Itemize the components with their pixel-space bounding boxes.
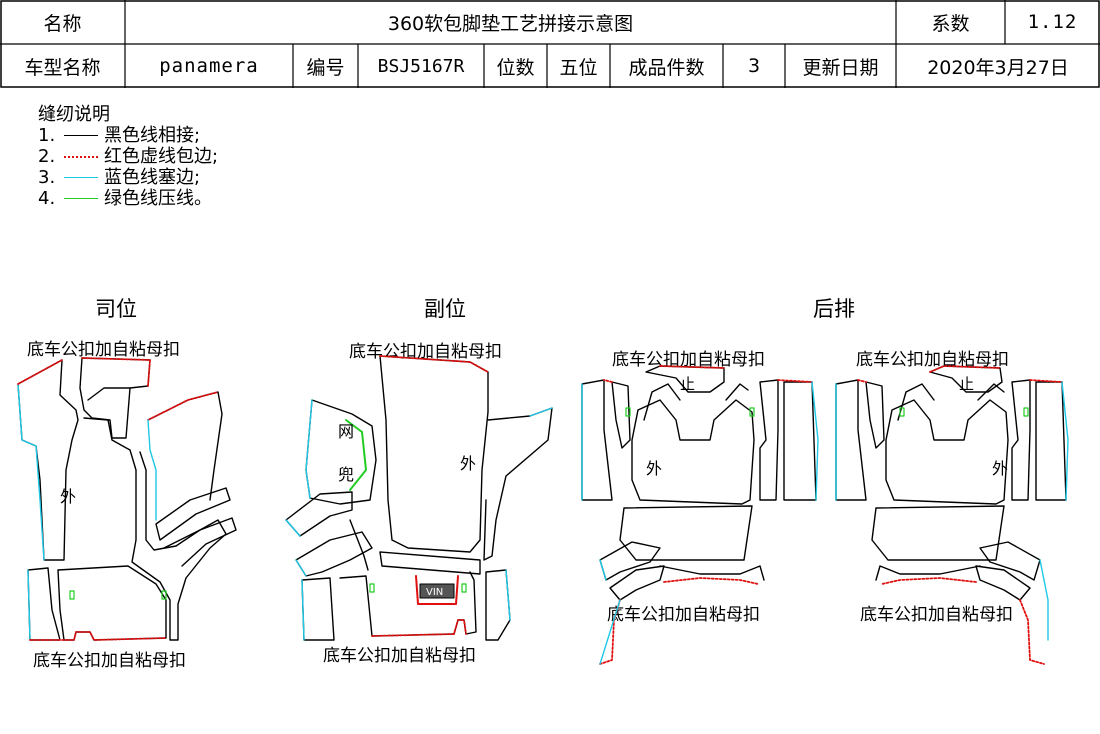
- model-value: panamera: [159, 55, 259, 77]
- blue-line-swatch: [64, 177, 98, 178]
- section-title-driver: 司位: [95, 297, 137, 321]
- seats-label: 位数: [496, 56, 535, 79]
- rear-mat-left: [581, 365, 819, 665]
- outer-label-rear-right: 外: [992, 459, 1008, 478]
- code-value: BSJ5167R: [377, 55, 465, 77]
- section-title-passenger: 副位: [424, 297, 466, 321]
- coefficient-value: 1.12: [1027, 11, 1078, 33]
- outer-label-driver: 外: [60, 487, 76, 506]
- legend-item-red: 2. 红色虚线包边;: [38, 146, 218, 167]
- legend-item-number: 4.: [38, 188, 56, 209]
- net-pocket-label-1: 网: [338, 422, 354, 441]
- legend-item-number: 1.: [38, 125, 56, 146]
- driver-mat: [17, 357, 237, 641]
- clip-label-rear-left-bottom: 底车公扣加自粘母扣: [607, 605, 760, 625]
- stop-label-rear-right: 止: [959, 375, 974, 393]
- clip-label-rear-right-top: 底车公扣加自粘母扣: [856, 350, 1009, 370]
- rear-mat-right: [835, 365, 1069, 665]
- diagram-title: 360软包脚垫工艺拼接示意图: [387, 12, 634, 35]
- sewing-legend: 缝纫说明 1. 黑色线相接; 2. 红色虚线包边; 3. 蓝色线塞边; 4. 绿…: [38, 104, 218, 209]
- outer-label-passenger: 外: [460, 454, 476, 473]
- legend-item-text: 蓝色线塞边;: [104, 167, 201, 188]
- legend-item-black: 1. 黑色线相接;: [38, 125, 218, 146]
- pieces-value: 3: [747, 55, 761, 77]
- stop-label-rear-left: 止: [680, 375, 695, 393]
- legend-item-number: 2.: [38, 146, 56, 167]
- header-table-grid: [0, 0, 1100, 88]
- date-value: 2020年3月27日: [927, 56, 1069, 79]
- legend-item-text: 绿色线压线。: [104, 188, 212, 209]
- code-label: 编号: [306, 56, 345, 79]
- date-label: 更新日期: [802, 56, 879, 79]
- clip-label-driver-bottom: 底车公扣加自粘母扣: [33, 651, 186, 671]
- clip-label-driver-top: 底车公扣加自粘母扣: [27, 340, 180, 360]
- clip-label-rear-left-top: 底车公扣加自粘母扣: [612, 350, 765, 370]
- name-label: 名称: [43, 12, 82, 35]
- green-line-swatch: [64, 198, 98, 199]
- legend-item-text: 红色虚线包边;: [104, 146, 219, 167]
- seats-value: 五位: [559, 56, 598, 79]
- net-pocket-label-2: 兜: [338, 465, 354, 484]
- legend-item-number: 3.: [38, 167, 56, 188]
- passenger-mat: [285, 355, 553, 641]
- clip-label-rear-right-bottom: 底车公扣加自粘母扣: [860, 605, 1013, 625]
- legend-title: 缝纫说明: [38, 104, 110, 125]
- clip-label-passenger-bottom: 底车公扣加自粘母扣: [323, 646, 476, 666]
- legend-item-blue: 3. 蓝色线塞边;: [38, 167, 218, 188]
- pieces-label: 成品件数: [628, 56, 705, 79]
- red-dotted-swatch: [64, 155, 98, 158]
- section-title-rear: 后排: [813, 297, 855, 321]
- legend-item-text: 黑色线相接;: [104, 125, 201, 146]
- coefficient-label: 系数: [931, 12, 970, 35]
- vin-label: VIN: [426, 587, 443, 598]
- black-line-swatch: [64, 135, 98, 136]
- legend-item-green: 4. 绿色线压线。: [38, 188, 218, 209]
- model-label: 车型名称: [24, 56, 101, 79]
- outer-label-rear-left: 外: [646, 459, 662, 478]
